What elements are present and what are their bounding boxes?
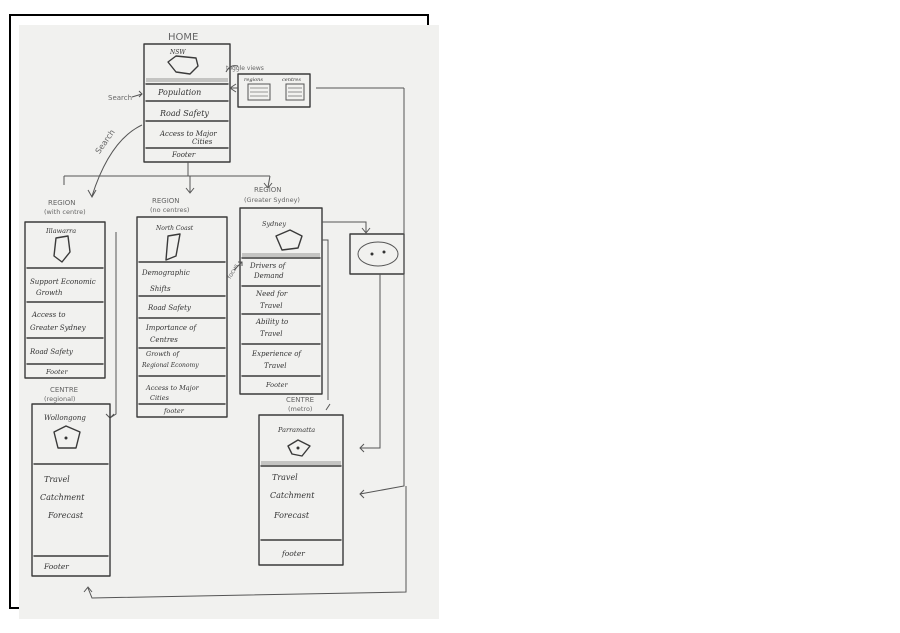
illawarra-map-icon [53,235,71,263]
home-frame [143,43,231,163]
centre-metro-title: CENTRE [286,396,314,404]
centre-metro-frame [258,414,344,566]
sydney-to-metro-connector [322,239,331,411]
region-sydney-item-experience: Experience of [251,350,302,358]
region-centre-item-growth: Growth [36,289,62,297]
search-annotation-left: Search [108,94,132,102]
centre-metro-wireframe: CENTRE (metro) Parramatta Travel Catchme… [258,396,344,566]
region-centre-map-label: Illawarra [45,227,76,235]
north-coast-map-icon [165,233,181,261]
centre-regional-title: CENTRE [50,386,78,394]
toggle-views-frame [237,73,311,108]
centre-metro-item-forecast: Forecast [273,511,310,520]
region-sydney-subtitle: (Greater Sydney) [244,196,300,204]
toggle-arrow-curve [225,65,239,73]
home-to-regions-connector [63,162,273,194]
region-centre-item-greater-sydney: Greater Sydney [30,324,87,332]
home-footer: Footer [171,151,196,159]
region-sydney-item-need: Need for [255,290,288,298]
popup-to-metro-connector [359,274,381,453]
region-none-item-importance: Importance of [145,324,197,332]
focus-arrow [233,261,243,271]
centre-metro-footer: footer [281,549,305,558]
home-item-cities: Cities [192,138,213,146]
toggle-tab-regions: regions [244,77,263,83]
sketch-paper [19,25,439,619]
region-centre-subtitle: (with centre) [44,208,86,216]
centre-regional-wireframe: CENTRE (regional) Wollongong Travel Catc… [31,386,111,577]
zoom-map-icon [357,241,399,267]
centre-metro-map-label: Parramatta [277,426,315,434]
centre-regional-subtitle: (regional) [44,395,75,403]
region-sydney-item-drivers: Drivers of [249,262,287,270]
region-none-item-demographic: Demographic [141,269,190,277]
region-none-item-road-safety: Road Safety [147,304,192,312]
wollongong-map-icon [53,425,81,449]
region-centre-frame [24,221,106,379]
home-title: HOME [168,32,198,43]
centre-regional-item-travel: Travel [44,475,70,484]
region-none-footer: footer [163,407,185,415]
toggle-to-metro-connector [316,87,405,499]
search-arrow-left [131,90,143,98]
region-sydney-wireframe: REGION (Greater Sydney) Sydney Drivers o… [239,186,323,395]
region-with-centre-wireframe: REGION (with centre) Illawarra Support E… [24,199,106,379]
region-sydney-item-travel-1: Travel [260,302,283,310]
region-none-title: REGION [152,197,180,205]
home-item-access-major: Access to Major [159,130,217,138]
region-sydney-item-travel-2: Travel [260,330,283,338]
region-none-map-label: North Coast [155,225,194,232]
centre-regional-item-forecast: Forecast [47,511,84,520]
nsw-map-icon [167,55,199,75]
toggle-views-label: toggle views [226,65,264,72]
map-popup-wireframe [322,221,405,275]
centre-regional-map-label: Wollongong [44,414,86,422]
region-centre-item-support: Support Economic [30,278,96,286]
region-centre-footer: Footer [45,368,68,376]
region-sydney-footer: Footer [265,381,288,389]
region-none-item-centres: Centres [150,336,178,344]
home-item-road-safety: Road Safety [159,109,209,118]
region-none-item-growth: Growth of [146,350,181,358]
bottom-return-connector [83,486,407,599]
region-none-frame [136,216,228,418]
home-item-population: Population [157,88,201,97]
toggle-views-wireframe: toggle views regions centres [225,65,311,108]
region-centre-title: REGION [48,199,76,207]
centre-regional-footer: Footer [43,562,69,571]
centres-list-icon [285,83,305,101]
centre-regional-item-catchment: Catchment [40,493,85,502]
region-none-item-regional-economy: Regional Economy [141,362,199,369]
region-no-centres-wireframe: REGION (no centres) North Coast Demograp… [136,197,228,418]
region-sydney-frame [239,207,323,395]
centre-metro-item-travel: Travel [272,473,298,482]
region-sydney-item-travel-3: Travel [264,362,287,370]
search-arrow-diagonal [87,124,143,199]
region-none-item-access-major: Access to Major [145,384,200,392]
region-to-centre-regional-connector [105,232,117,419]
region-none-item-shifts: Shifts [150,285,171,293]
home-map-label: NSW [169,49,186,56]
toggle-bidir-arrow [229,83,238,93]
region-sydney-item-ability: Ability to [255,318,288,326]
toggle-tab-centres: centres [282,77,301,83]
sydney-map-icon [275,229,303,251]
region-sydney-title: REGION [254,186,282,194]
region-none-item-cities: Cities [150,394,170,402]
region-none-subtitle: (no centres) [150,206,189,214]
sydney-to-popup-arrow [322,221,371,234]
centre-regional-frame [31,403,111,577]
region-centre-item-access: Access to [31,311,65,319]
region-sydney-item-demand: Demand [253,272,284,280]
parramatta-map-icon [287,439,311,457]
region-sydney-map-label: Sydney [262,220,286,228]
regions-list-icon [247,83,271,101]
home-wireframe: HOME NSW Population Road Safety Access t… [143,32,231,163]
centre-metro-item-catchment: Catchment [270,491,315,500]
centre-metro-subtitle: (metro) [288,405,312,413]
region-centre-item-road-safety: Road Safety [29,348,74,356]
